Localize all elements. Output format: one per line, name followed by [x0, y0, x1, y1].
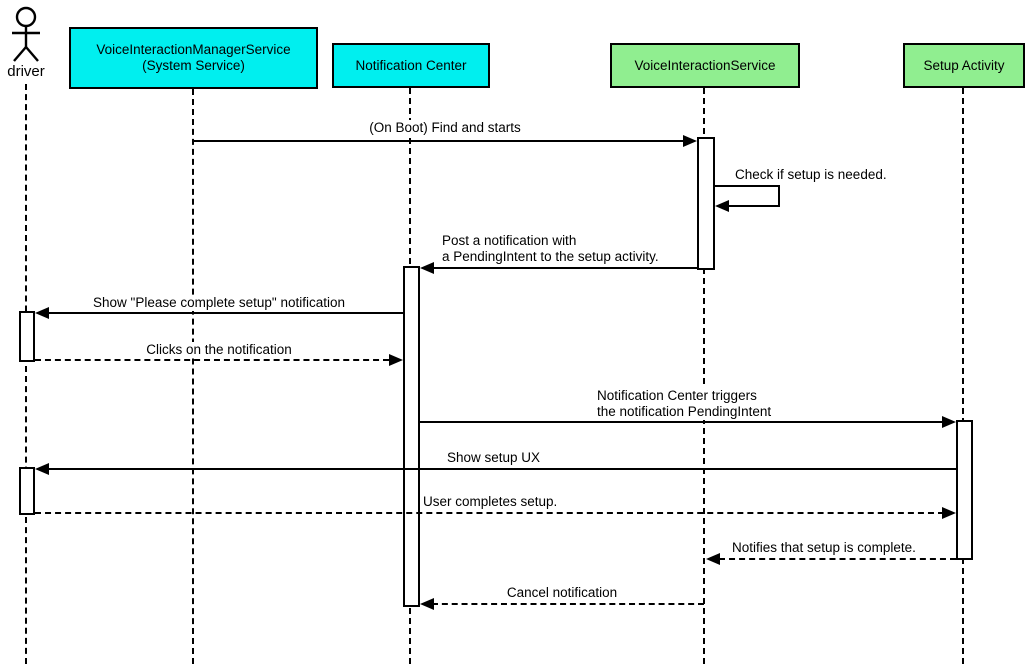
participant-label: Setup Activity: [923, 57, 1005, 73]
message-5-arrowhead-icon: [389, 354, 403, 366]
message-6-arrowhead-icon: [942, 416, 956, 428]
message-2-arrowhead-icon: [715, 200, 729, 212]
message-2-label: Check if setup is needed.: [733, 167, 889, 183]
participant-notification-center: Notification Center: [332, 43, 490, 88]
message-9-label: Notifies that setup is complete.: [730, 540, 918, 556]
activation-voice-interaction-service: [697, 137, 715, 270]
message-9-line: [719, 558, 956, 560]
message-5-line: [35, 359, 389, 361]
message-1-arrowhead-icon: [683, 135, 697, 147]
message-2-line-bottom: [728, 205, 780, 207]
message-7-label: Show setup UX: [445, 450, 543, 466]
message-2-line-right: [778, 185, 780, 207]
participant-label: VoiceInteractionService: [634, 57, 776, 73]
lifeline-voice-interaction-service: [703, 88, 705, 664]
message-3-label: Post a notification with a PendingIntent…: [440, 233, 661, 265]
participant-label: Notification Center: [355, 57, 467, 73]
message-5-label: Clicks on the notification: [144, 342, 294, 358]
message-3-arrowhead-icon: [420, 262, 434, 274]
actor-label-text: driver: [7, 63, 45, 80]
message-8-line: [35, 512, 944, 514]
message-3-line: [433, 267, 697, 269]
activation-setup-activity: [956, 420, 973, 560]
message-6-line: [420, 421, 944, 423]
actor-driver-icon: [12, 6, 40, 62]
participant-setup-activity: Setup Activity: [903, 43, 1025, 88]
message-1-label: (On Boot) Find and starts: [367, 120, 523, 136]
message-6-label: Notification Center triggers the notific…: [595, 388, 774, 420]
lifeline-driver: [25, 84, 27, 664]
message-7-line: [48, 468, 956, 470]
participant-voice-interaction-manager-service: VoiceInteractionManagerService (System S…: [69, 27, 318, 89]
message-10-line: [432, 603, 704, 605]
message-10-arrowhead-icon: [420, 598, 434, 610]
message-8-label: User completes setup.: [421, 494, 560, 510]
actor-driver-label: driver: [0, 63, 52, 81]
message-4-line: [48, 312, 403, 314]
activation-notification-center: [403, 266, 420, 607]
message-8-arrowhead-icon: [942, 507, 956, 519]
lifeline-voice-interaction-manager-service: [192, 89, 194, 664]
message-4-label: Show "Please complete setup" notificatio…: [91, 295, 347, 311]
message-4-arrowhead-icon: [35, 307, 49, 319]
activation-driver-1: [19, 311, 35, 362]
participant-voice-interaction-service: VoiceInteractionService: [610, 43, 800, 88]
participant-label: VoiceInteractionManagerService (System S…: [96, 42, 291, 73]
message-7-arrowhead-icon: [35, 463, 49, 475]
message-10-label: Cancel notification: [504, 585, 620, 601]
activation-driver-2: [19, 467, 35, 515]
lifeline-setup-activity: [962, 88, 964, 664]
message-9-arrowhead-icon: [706, 553, 720, 565]
message-1-line: [193, 140, 684, 142]
message-2-line-top: [715, 185, 780, 187]
